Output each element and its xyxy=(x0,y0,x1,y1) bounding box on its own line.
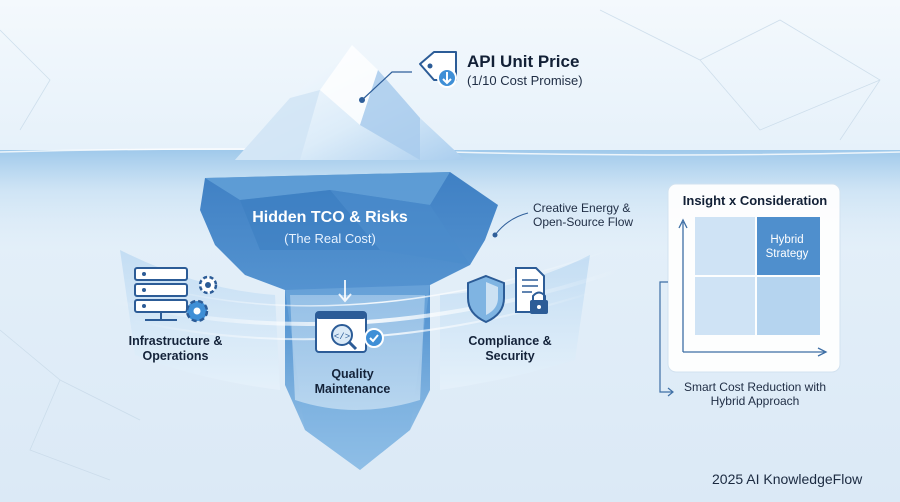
hybrid-strategy-label: Hybrid Strategy xyxy=(765,234,809,260)
shield-lock-icon xyxy=(467,267,548,324)
iceberg-tip xyxy=(235,45,465,160)
network-lines-decoration xyxy=(0,9,881,481)
hidden-tco-title: Hidden TCO & Risks xyxy=(252,209,408,226)
code-inspect-icon: </> xyxy=(315,311,384,353)
brand-footer: 2025 AI KnowledgeFlow xyxy=(712,471,863,487)
matrix-title: Insight x Consideration xyxy=(682,193,828,208)
smart-cost-label: Smart Cost Reduction with Hybrid Approac… xyxy=(683,380,827,409)
price-tag-icon xyxy=(419,51,457,88)
api-unit-price-title: API Unit Price xyxy=(467,52,580,71)
api-unit-price-subtitle: (1/10 Cost Promise) xyxy=(467,73,583,88)
svg-text:</>: </> xyxy=(334,332,350,342)
segment-infrastructure-label: Infrastructure & Operations xyxy=(128,334,223,363)
server-gear-icon xyxy=(134,267,218,323)
segment-compliance-label: Compliance & Security xyxy=(468,334,552,363)
segment-quality-label: Quality Maintenance xyxy=(314,367,391,396)
creative-energy-label: Creative Energy & Open-Source Flow xyxy=(533,201,634,230)
hidden-tco-subtitle: (The Real Cost) xyxy=(284,231,376,246)
insight-matrix xyxy=(659,183,841,397)
